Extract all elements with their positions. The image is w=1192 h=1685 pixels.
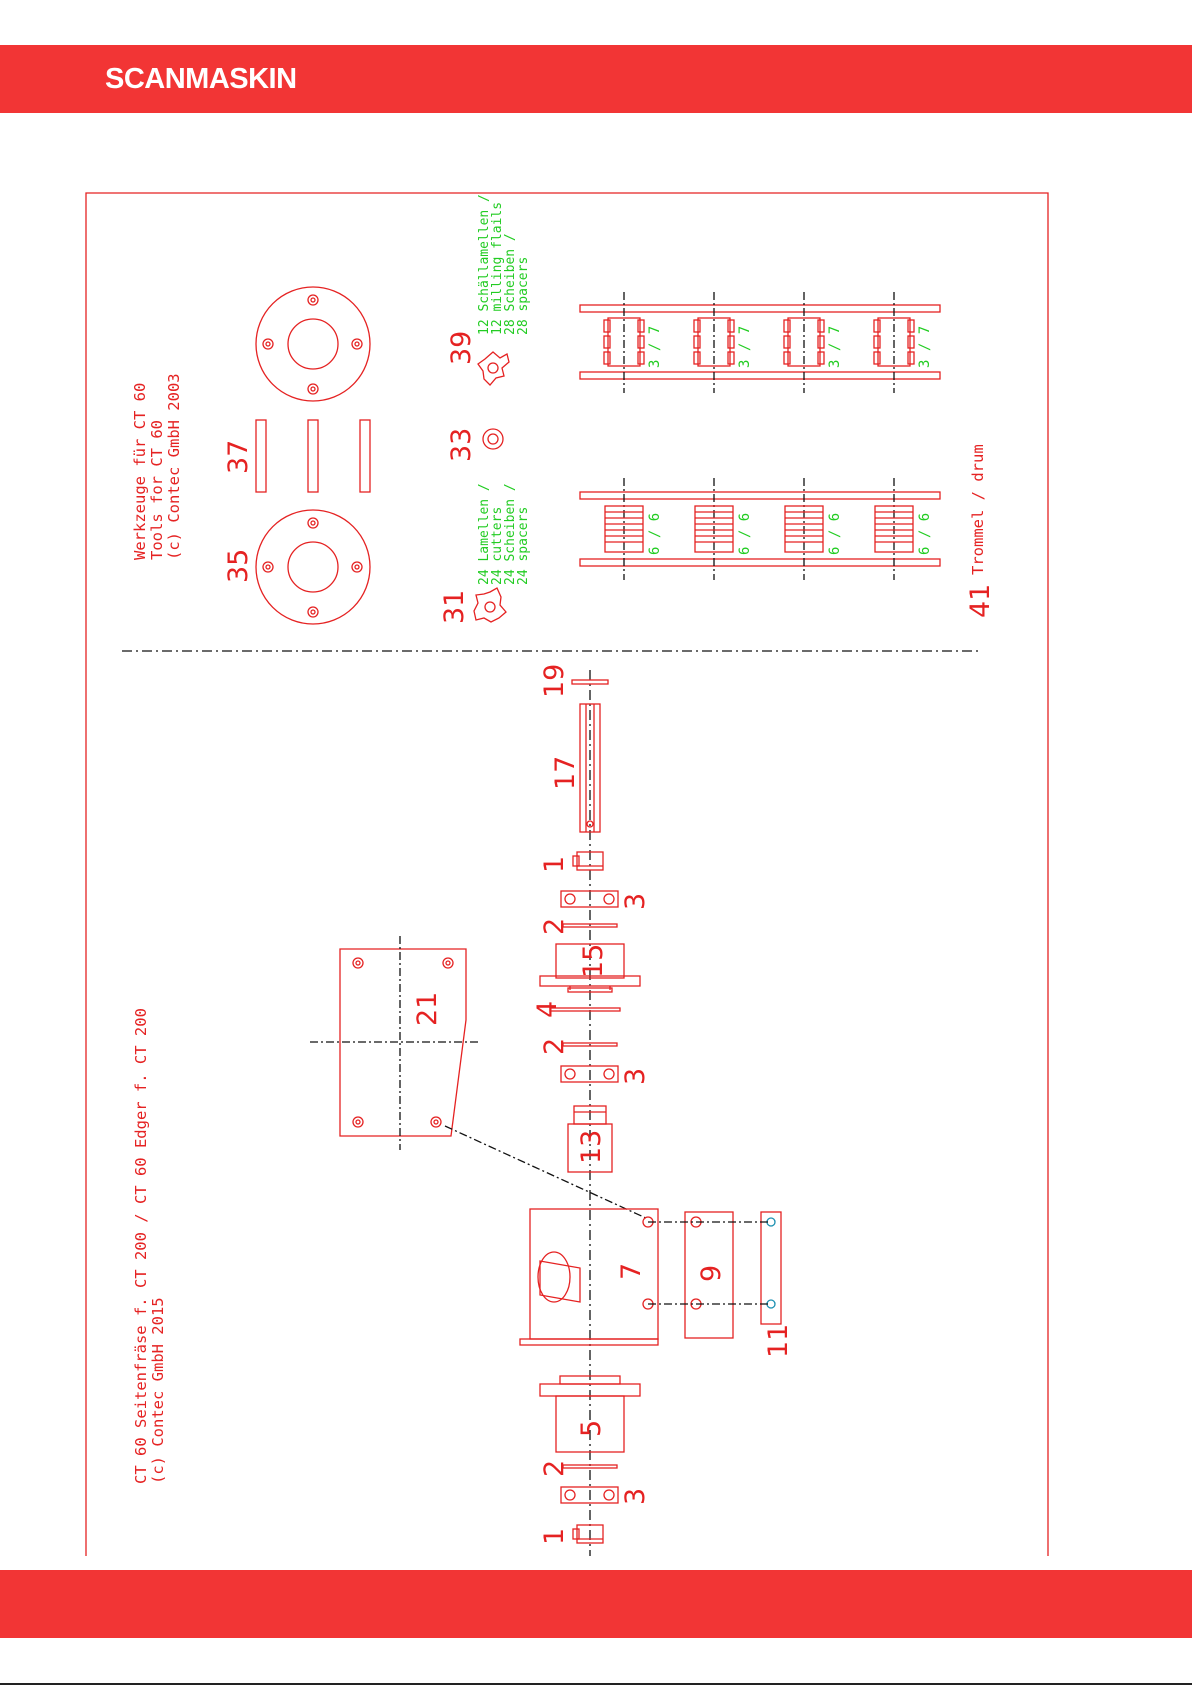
- part-label-41: 41: [965, 584, 996, 618]
- cutter-stack-2: [694, 505, 734, 553]
- part-15-housing: [539, 943, 641, 993]
- part-label-37: 37: [223, 440, 254, 474]
- part-33-spacer: [482, 428, 504, 450]
- part-2-washer-bottom: [562, 1464, 618, 1469]
- leader-line-21-7: [444, 1125, 649, 1220]
- drawing-frame: [85, 192, 1049, 1556]
- main-title-line2: (c) Contec GmbH 2015: [149, 1297, 167, 1484]
- part-label-33: 33: [446, 428, 477, 462]
- part-label-31: 31: [439, 590, 470, 624]
- bottom-rule: [0, 1683, 1192, 1685]
- part-label-7: 7: [616, 1263, 647, 1280]
- part-4-plate: [549, 1007, 621, 1012]
- part-19: [571, 679, 609, 685]
- ratio-flail-1: 3 / 7: [647, 326, 663, 368]
- flail-stack-3: [783, 317, 825, 367]
- flail-stack-1: [603, 317, 645, 367]
- cutter-stack-4: [874, 505, 914, 553]
- part-1-bushing-top: [572, 851, 604, 871]
- part-2-washer-top: [562, 923, 618, 928]
- note-31-line4: 24 spacers: [516, 507, 531, 585]
- note-31-line1: 24 Lamellen /: [477, 483, 492, 585]
- part-label-39: 39: [446, 331, 477, 365]
- ratio-flail-4: 3 / 7: [917, 326, 933, 368]
- flail-stack-2: [693, 317, 735, 367]
- ratio-cutter-1: 6 / 6: [647, 513, 663, 555]
- part-label-2c: 2: [539, 918, 570, 935]
- part-35-flange-2: [255, 286, 371, 402]
- brand-logo: SCANMASKIN: [105, 63, 297, 95]
- drum-flails: [579, 292, 941, 393]
- note-39-line4: 28 spacers: [516, 257, 531, 335]
- tools-title-line2: Tools for CT 60: [148, 420, 166, 560]
- part-11-bar: [760, 1211, 782, 1325]
- part-35-flange: [255, 509, 371, 625]
- tools-title-line1: Werkzeuge für CT 60: [131, 383, 149, 560]
- ratio-flail-3: 3 / 7: [827, 326, 843, 368]
- part-label-9: 9: [696, 1265, 727, 1282]
- part-31-cutter: [473, 587, 507, 623]
- part-39-flail: [477, 351, 510, 386]
- part-label-13: 13: [576, 1130, 607, 1164]
- part-label-1b: 1: [539, 856, 570, 873]
- part-2-washer-mid: [562, 1042, 618, 1047]
- part-label-35: 35: [223, 549, 254, 583]
- part-label-2a: 2: [539, 1460, 570, 1477]
- part-label-3c: 3: [620, 893, 651, 910]
- part-3-bearing-bottom: [560, 1486, 619, 1504]
- note-39-line1: 12 Schällamellen /: [477, 194, 492, 335]
- tools-title-line3: (c) Contec GmbH 2003: [165, 373, 183, 560]
- part-17-shaft: [579, 703, 601, 833]
- part-5-housing: [539, 1375, 641, 1453]
- flail-stack-4: [873, 317, 915, 367]
- ratio-cutter-3: 6 / 6: [827, 513, 843, 555]
- part-37-bars: [255, 419, 371, 493]
- part-13-coupling: [567, 1105, 613, 1173]
- part-label-11: 11: [763, 1324, 794, 1358]
- note-31-line3: 24 Scheiben /: [503, 483, 518, 585]
- ratio-cutter-4: 6 / 6: [917, 513, 933, 555]
- part-label-2b: 2: [539, 1038, 570, 1055]
- part-label-3b: 3: [620, 1068, 651, 1085]
- part-label-17: 17: [550, 756, 581, 790]
- footer-band: [0, 1570, 1192, 1638]
- main-title-line1: CT 60 Seitenfräse f. CT 200 / CT 60 Edge…: [132, 1008, 150, 1484]
- part-label-1a: 1: [539, 1528, 570, 1545]
- part-label-19: 19: [539, 664, 570, 698]
- cutter-stack-1: [604, 505, 644, 553]
- drum-label: Trommel / drum: [969, 444, 987, 575]
- part-label-21: 21: [412, 992, 443, 1026]
- drum-cutters: [579, 478, 941, 580]
- ratio-flail-2: 3 / 7: [737, 326, 753, 368]
- ratio-cutter-2: 6 / 6: [737, 513, 753, 555]
- part-label-3a: 3: [620, 1488, 651, 1505]
- note-39-line3: 28 Scheiben /: [503, 233, 518, 335]
- part-label-5: 5: [576, 1420, 607, 1437]
- note-39-line2: 12 milling flails: [490, 202, 505, 335]
- header-band: SCANMASKIN: [0, 45, 1192, 113]
- part-3-bearing-top: [560, 890, 619, 908]
- part-21-mount-plate: [310, 936, 478, 1150]
- part-3-bearing-mid: [560, 1065, 619, 1083]
- cutter-stack-3: [784, 505, 824, 553]
- part-label-4: 4: [532, 1001, 563, 1018]
- part-7-motor-block: [519, 1208, 659, 1346]
- part-label-15: 15: [578, 944, 609, 978]
- part-1-bushing-bottom: [572, 1524, 604, 1544]
- note-31-line2: 24 cutters: [490, 507, 505, 585]
